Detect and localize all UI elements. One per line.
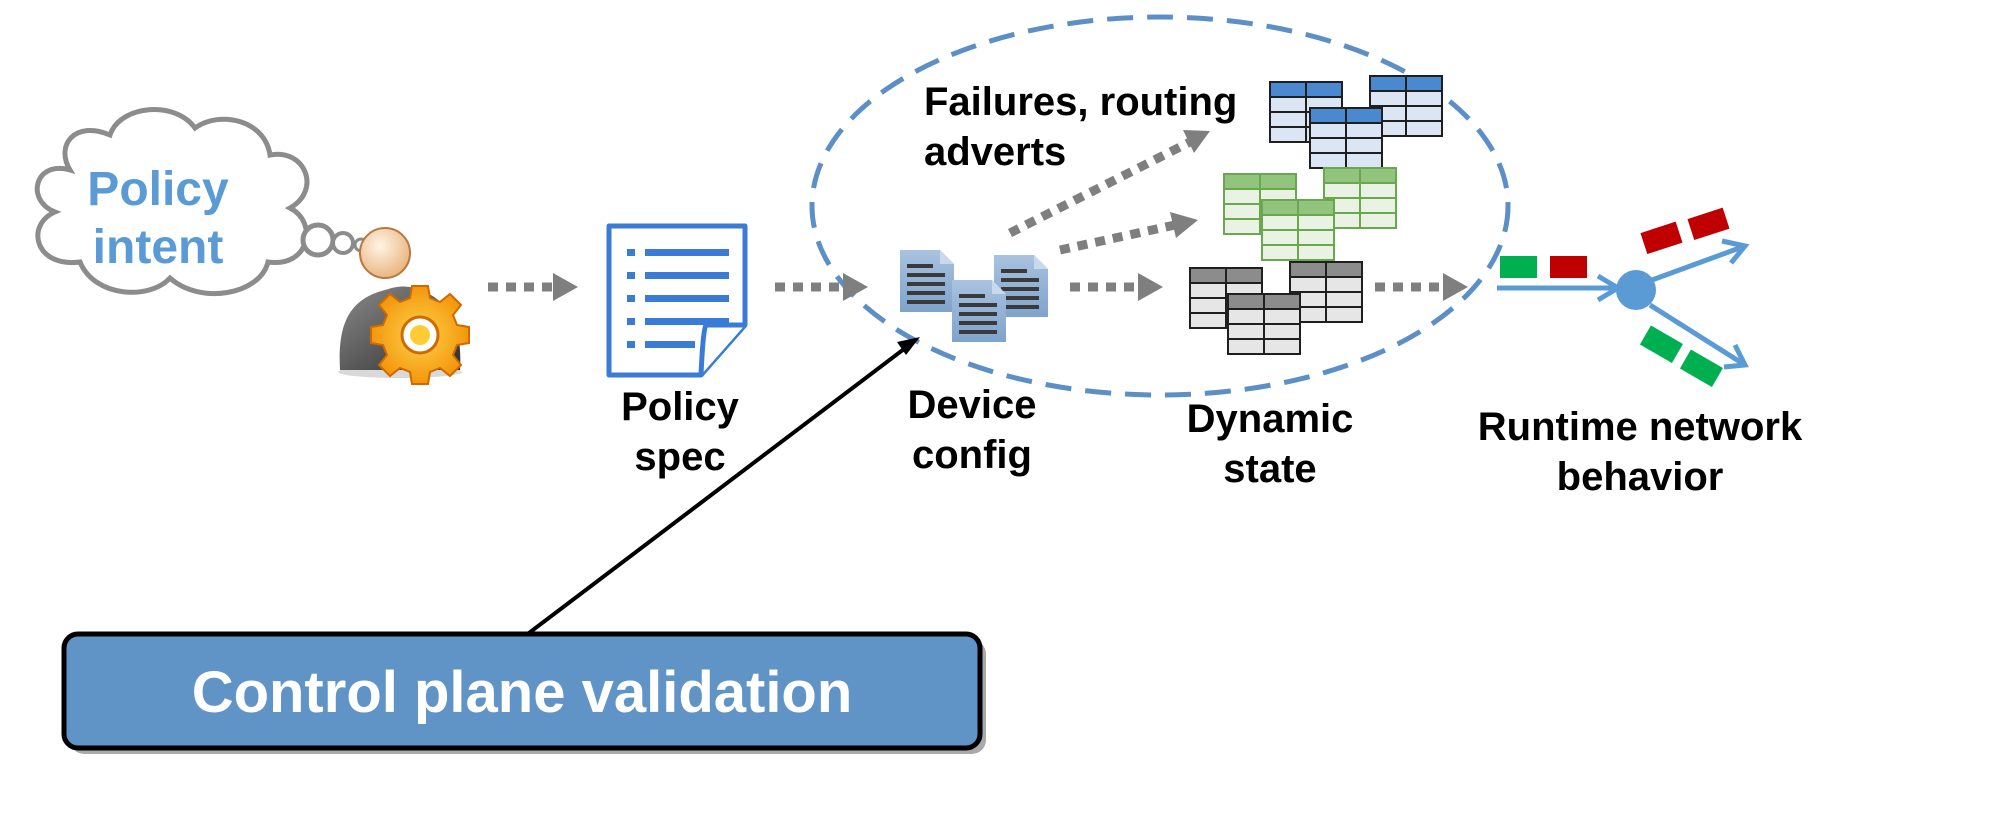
runtime-label-line2: behavior: [1557, 455, 1724, 499]
failures-label-line1: Failures, routing: [924, 80, 1237, 124]
device-config-label-line1: Device: [908, 383, 1037, 427]
red-packet: [1640, 221, 1683, 255]
arrow-failures-to-green-tables: [1059, 212, 1198, 255]
failures-label-line2: adverts: [924, 130, 1066, 174]
green-state-table: [1261, 199, 1335, 261]
gray-state-table: [1289, 261, 1363, 323]
arrow-failures-to-blue-tables: [1007, 130, 1210, 238]
validation-box-label: Control plane validation: [192, 660, 853, 725]
config-files-icon: [900, 250, 1048, 342]
dashed-ellipse: [809, 14, 1511, 398]
policy-spec-label-line1: Policy: [621, 385, 740, 429]
gray-state-table: [1227, 293, 1301, 355]
arrow-spec-to-config: [775, 273, 868, 301]
validation-box: [61, 631, 983, 751]
packet-flow-icon: [1497, 207, 1750, 388]
arrow-state-to-runtime: [1375, 273, 1468, 301]
policy-spec-label-line2: spec: [634, 435, 725, 479]
arrow-intent-to-spec: [488, 273, 578, 301]
green-packet: [1500, 256, 1537, 278]
green-packet: [1639, 325, 1683, 364]
red-packet: [1550, 256, 1587, 278]
cloud-label-line2: intent: [93, 221, 224, 274]
green-state-table: [1323, 167, 1397, 229]
device-config-label-line2: config: [912, 433, 1032, 477]
blue-state-table: [1309, 107, 1383, 169]
arrow-config-to-state: [1070, 273, 1163, 301]
state-tables-icon: [1189, 75, 1443, 355]
validation-pointer-arrow: [523, 337, 920, 638]
router-node: [1616, 270, 1656, 310]
green-packet: [1679, 349, 1723, 388]
runtime-label-line1: Runtime network: [1478, 405, 1803, 449]
dynamic-state-label-line1: Dynamic: [1187, 397, 1354, 441]
red-packet: [1687, 207, 1730, 241]
document-icon: [606, 223, 748, 378]
cloud-label-line1: Policy: [87, 163, 229, 216]
user-gear-icon: [338, 227, 470, 385]
dynamic-state-label-line2: state: [1223, 447, 1316, 491]
